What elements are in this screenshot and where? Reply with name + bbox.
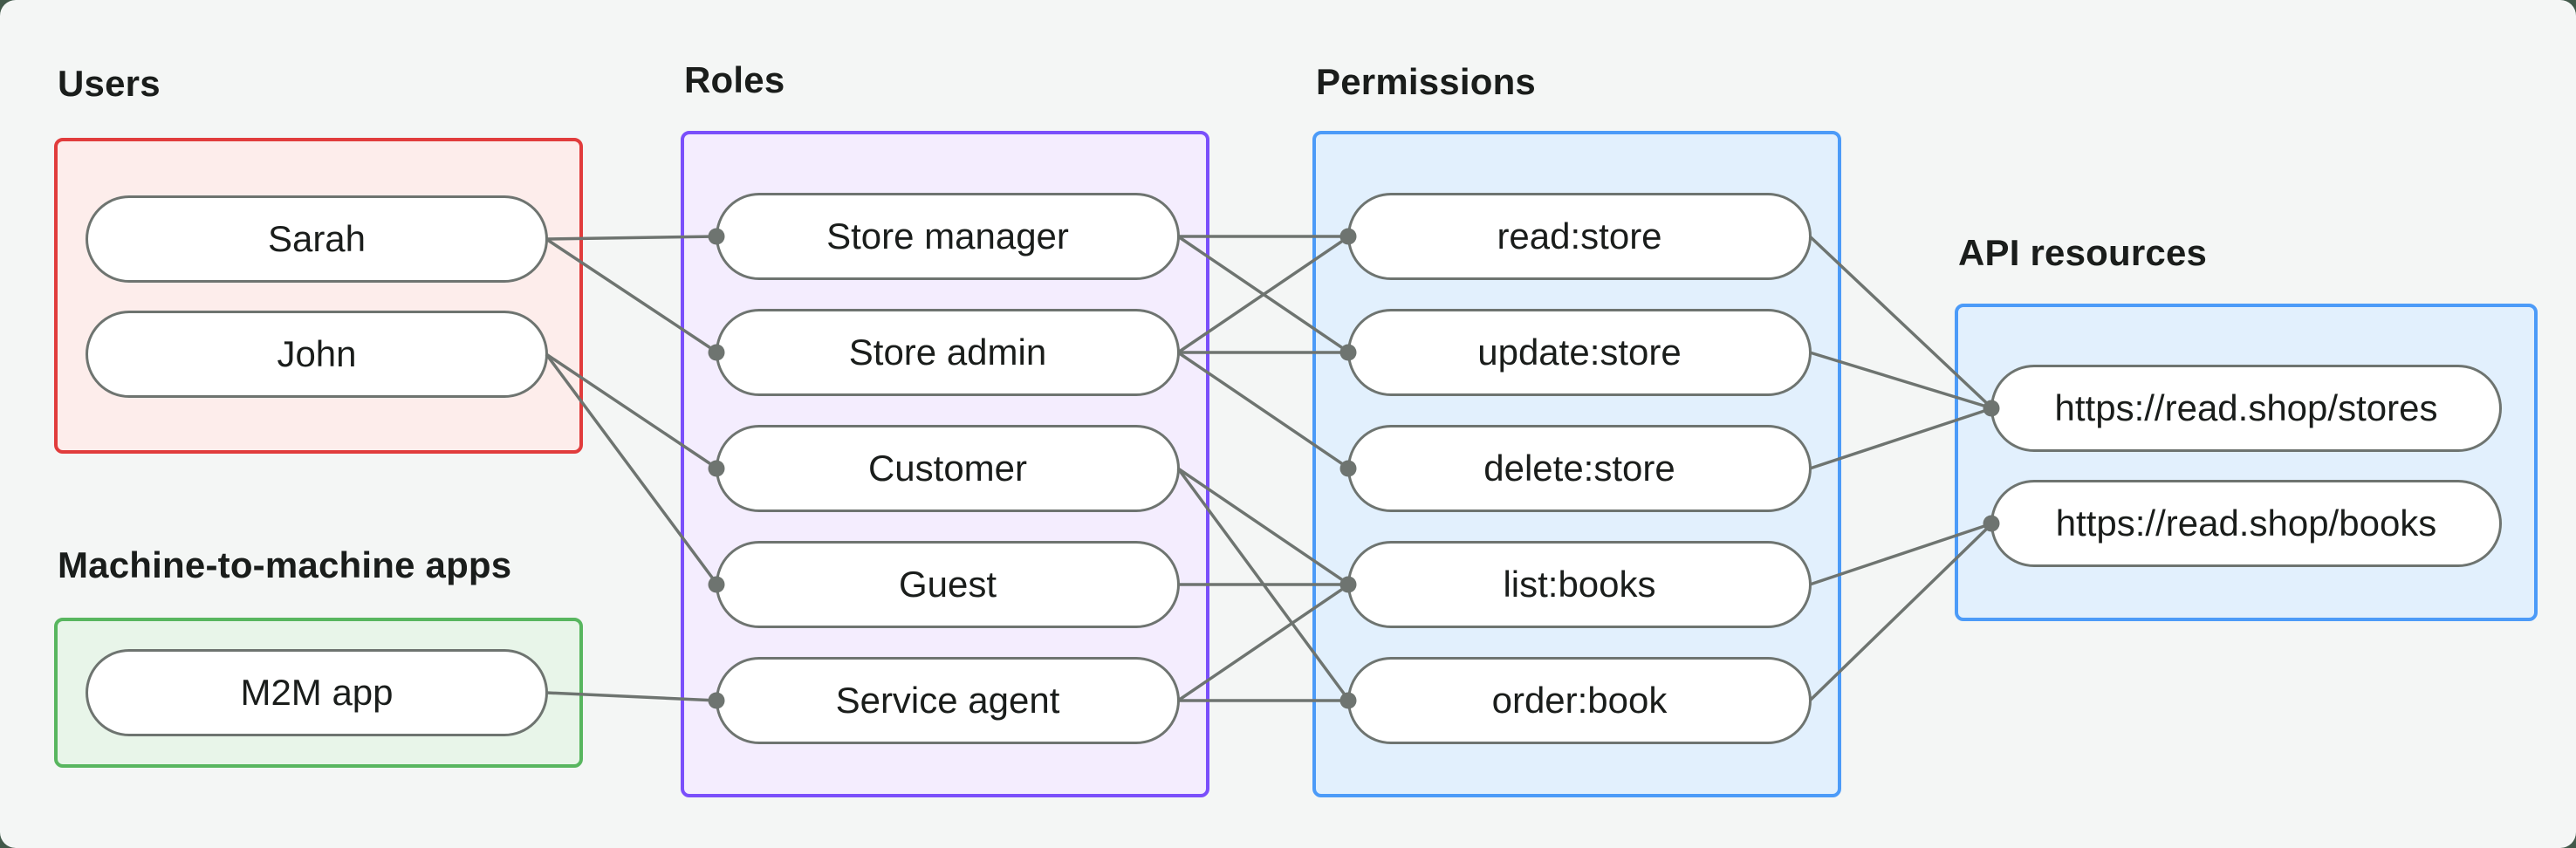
node-delete-store: delete:store (1347, 425, 1812, 512)
node-guest: Guest (716, 541, 1180, 628)
node-read-store: read:store (1347, 193, 1812, 280)
users-section-label: Users (58, 63, 161, 104)
node-stores-api: https://read.shop/stores (1990, 365, 2502, 452)
node-list-books: list:books (1347, 541, 1812, 628)
api-resources-group-box (1955, 304, 2538, 621)
node-m2m-app: M2M app (86, 649, 548, 736)
node-update-store: update:store (1347, 309, 1812, 396)
node-sarah: Sarah (86, 195, 548, 283)
node-store-manager: Store manager (716, 193, 1180, 280)
node-john: John (86, 311, 548, 398)
roles-section-label: Roles (684, 59, 785, 100)
node-service-agent: Service agent (716, 657, 1180, 744)
node-books-api: https://read.shop/books (1990, 480, 2502, 567)
node-store-admin: Store admin (716, 309, 1180, 396)
node-order-book: order:book (1347, 657, 1812, 744)
users-group-box (54, 138, 583, 454)
api-resources-section-label: API resources (1958, 232, 2208, 273)
node-customer: Customer (716, 425, 1180, 512)
permissions-section-label: Permissions (1316, 61, 1536, 102)
m2m-apps-section-label: Machine-to-machine apps (58, 544, 512, 585)
